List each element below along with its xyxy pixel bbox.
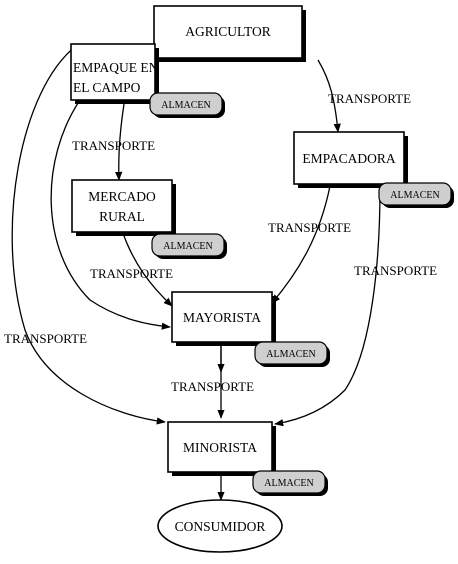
- node-agricultor: AGRICULTOR: [153, 5, 306, 62]
- node-mercado-label-1: MERCADO: [88, 189, 156, 204]
- transport-label-empacadora-mayorista: TRANSPORTE: [268, 220, 351, 235]
- transport-label-empaque-mercado: TRANSPORTE: [72, 138, 155, 153]
- storage-mercado: ALMACEN: [151, 233, 227, 259]
- storage-empaque: ALMACEN: [149, 92, 225, 118]
- node-mayorista-label: MAYORISTA: [183, 310, 261, 325]
- node-empaque-label-1: EMPAQUE EN: [73, 60, 159, 75]
- node-empaque-label-2: EL CAMPO: [73, 80, 141, 95]
- node-consumidor-label: CONSUMIDOR: [175, 519, 266, 534]
- transport-labels: TRANSPORTE TRANSPORTE TRANSPORTE TRANSPO…: [4, 91, 437, 394]
- storage-mercado-label: ALMACEN: [163, 241, 212, 252]
- edge-mercado-mayorista: [123, 235, 173, 307]
- storage-mayorista-label: ALMACEN: [266, 349, 315, 360]
- transport-label-mayorista-minorista: TRANSPORTE: [171, 379, 254, 394]
- storage-mayorista: ALMACEN: [254, 341, 330, 367]
- transport-label-empacadora-minorista: TRANSPORTE: [354, 263, 437, 278]
- edge-empaque-mercado: [115, 103, 125, 181]
- node-minorista-label: MINORISTA: [183, 440, 257, 455]
- node-agricultor-label: AGRICULTOR: [185, 24, 271, 39]
- node-empaque-en-el-campo: EMPAQUE EN EL CAMPO: [70, 43, 159, 104]
- node-consumidor: CONSUMIDOR: [157, 499, 283, 553]
- node-mayorista: MAYORISTA: [171, 291, 276, 346]
- edge-empacadora-mayorista: [271, 185, 331, 304]
- edge-empacadora-minorista: [274, 187, 381, 427]
- storage-empacadora-label: ALMACEN: [390, 190, 439, 201]
- storage-empaque-label: ALMACEN: [161, 100, 210, 111]
- storage-minorista-label: ALMACEN: [264, 478, 313, 489]
- storage-empacadora: ALMACEN: [378, 182, 454, 208]
- node-mercado-label-2: RURAL: [99, 209, 145, 224]
- edges: [11, 45, 381, 501]
- edge-agricultor-empacadora: [317, 59, 341, 133]
- edge-empaque-minorista: [11, 45, 166, 425]
- transport-label-mercado-mayorista: TRANSPORTE: [90, 266, 173, 281]
- node-mercado-rural: MERCADO RURAL: [71, 179, 176, 236]
- transport-label-empaque-minorista: TRANSPORTE: [4, 331, 87, 346]
- transport-label-agricultor-empacadora: TRANSPORTE: [328, 91, 411, 106]
- node-empacadora-label: EMPACADORA: [302, 151, 396, 166]
- edge-empaque-mayorista: [50, 99, 171, 330]
- node-empacadora: EMPACADORA: [293, 131, 408, 188]
- node-minorista: MINORISTA: [167, 421, 276, 476]
- storage-minorista: ALMACEN: [252, 470, 328, 496]
